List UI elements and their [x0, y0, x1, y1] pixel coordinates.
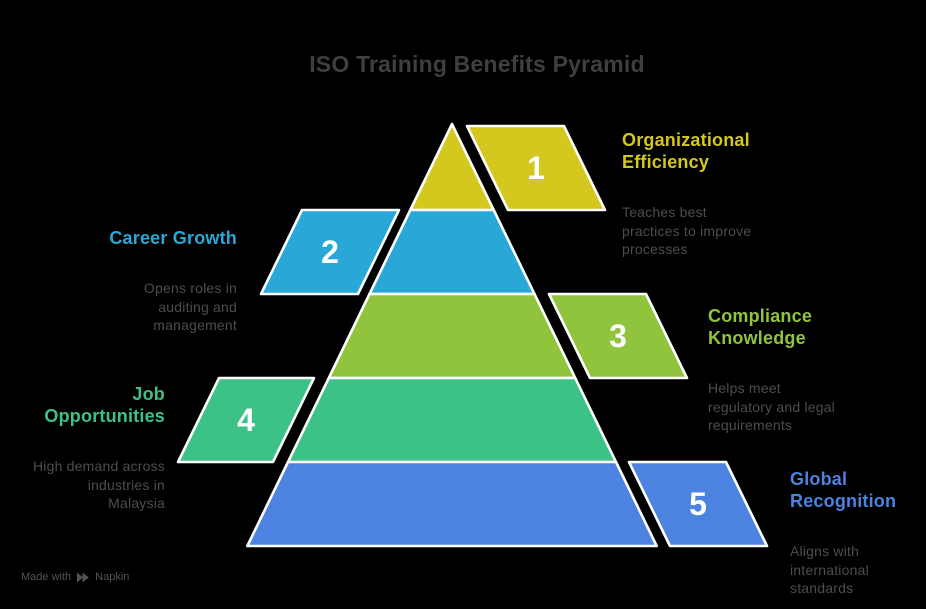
level-4-description: High demand across industries in Malaysi…: [33, 458, 165, 511]
napkin-credit: Made with Napkin: [21, 571, 129, 583]
tab-number-3: 3: [609, 318, 627, 354]
pyramid-tab-2: [259, 208, 401, 296]
level-5-label: Global Recognition: [790, 469, 897, 511]
level-2-description: Opens roles in auditing and management: [143, 280, 237, 333]
made-with-text: Made with: [21, 571, 72, 583]
level-4-label-block: Job Opportunities High demand across ind…: [15, 365, 165, 531]
pyramid-tab-3: [547, 292, 689, 380]
pyramid-tab-4: [176, 376, 316, 464]
tab-number-1: 1: [527, 150, 545, 186]
brand-text: Napkin: [95, 571, 130, 583]
pyramid-band-5: [246, 460, 659, 548]
pyramid-tab-1: [465, 124, 607, 212]
level-1-label-block: Organizational Efficiency Teaches best p…: [622, 111, 762, 277]
diagram-title: ISO Training Benefits Pyramid: [309, 51, 645, 77]
tab-number-5: 5: [689, 486, 707, 522]
level-3-label: Compliance Knowledge: [708, 306, 813, 348]
level-5-label-block: Global Recognition Aligns with internati…: [790, 450, 910, 609]
level-3-label-block: Compliance Knowledge Helps meet regulato…: [708, 287, 848, 453]
pyramid-band-4: [286, 376, 618, 464]
level-4-label: Job Opportunities: [44, 384, 165, 426]
level-2-label: Career Growth: [109, 228, 237, 248]
tab-number-4: 4: [237, 402, 255, 438]
pyramid-band-3: [327, 292, 577, 380]
level-3-description: Helps meet regulatory and legal requirem…: [708, 380, 835, 433]
level-1-description: Teaches best practices to improve proces…: [622, 204, 752, 257]
napkin-logo-icon: [77, 572, 89, 582]
level-5-description: Aligns with international standards: [790, 543, 869, 596]
level-2-label-block: Career Growth Opens roles in auditing an…: [97, 209, 237, 353]
pyramid-tab-5: [627, 460, 769, 548]
level-1-label: Organizational Efficiency: [622, 130, 750, 172]
tab-number-2: 2: [321, 234, 339, 270]
